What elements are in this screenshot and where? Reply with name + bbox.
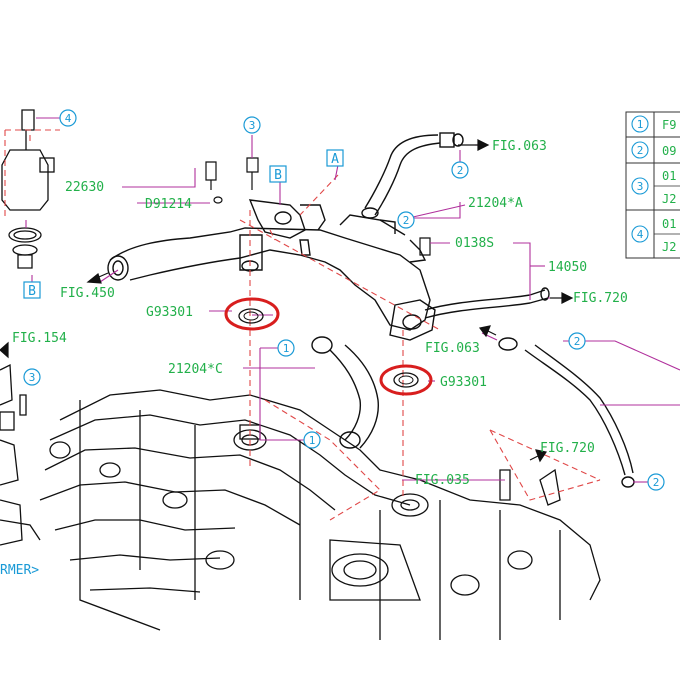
table-index-2: 2 (637, 144, 644, 157)
table-row4b-value: J2 (662, 240, 676, 254)
label-fig154: FIG.154 (12, 331, 67, 346)
ref-box-b-top (269, 165, 287, 183)
label-fig063-top: FIG.063 (492, 139, 547, 154)
callout-text-2-bottom: 2 (653, 476, 660, 489)
callout-text-2-hose-upper: 2 (457, 164, 464, 177)
table-index-1: 1 (637, 118, 644, 131)
callout-text-3-left: 3 (29, 371, 36, 384)
bolts (205, 157, 431, 256)
table-row2-value: 09 (662, 144, 676, 158)
callout-text-2-right: 2 (574, 335, 581, 348)
ref-box-b-left-text: B (28, 284, 36, 299)
callout-1-lower (303, 431, 321, 449)
label-fig720-lower: FIG.720 (540, 441, 595, 456)
label-21204-a: 21204*A (468, 196, 523, 211)
table-index-4: 4 (637, 228, 644, 241)
arrows (0, 139, 574, 463)
label-d91214: D91214 (145, 197, 192, 212)
highlight-circle-left (224, 297, 280, 331)
ref-box-a (326, 149, 344, 167)
callout-numbers: 4 3 2 2 1 1 2 2 3 (29, 112, 660, 489)
callout-3-left (23, 368, 41, 386)
label-fig720-right: FIG.720 (573, 291, 628, 306)
valve-assembly (1, 109, 55, 269)
callout-text-4-top: 4 (65, 112, 72, 125)
callout-1-upper (277, 339, 295, 357)
label-fig035: FIG.035 (415, 473, 470, 488)
highlight-circle-right (379, 364, 433, 396)
callout-2-hose-lower (397, 211, 415, 229)
arrow-fig450 (86, 272, 102, 284)
table-row4a-value: 01 (662, 217, 676, 231)
label-21204-c: 21204*C (168, 362, 223, 377)
ref-boxes (23, 149, 344, 299)
gasket-right (393, 372, 419, 388)
gasket-left (238, 308, 264, 324)
callout-2-hose-upper (451, 161, 469, 179)
legend-table: 1 2 3 4 F9 09 01 J2 01 J2 (625, 111, 680, 259)
callout-4-top (59, 109, 77, 127)
label-g93301-left: G93301 (146, 305, 193, 320)
label-g93301-right: G93301 (440, 375, 487, 390)
callout-2-right (568, 332, 586, 350)
lower-hoses (311, 336, 635, 488)
arrow-fig720 (561, 292, 574, 304)
table-row3b-value: J2 (662, 192, 676, 206)
part-labels: FIG.063 21204*A 22630 D91214 0138S 14050… (0, 139, 628, 578)
table-row3a-value: 01 (662, 169, 676, 183)
callout-text-3-top: 3 (249, 119, 256, 132)
label-22630: 22630 (65, 180, 104, 195)
table-row1-value: F9 (662, 118, 676, 132)
phantom-lines (4, 129, 601, 521)
water-pipe-main (107, 199, 550, 341)
callout-circles (23, 109, 665, 491)
label-fig063-mid: FIG.063 (425, 341, 480, 356)
callout-text-2-hose-lower: 2 (403, 214, 410, 227)
callout-2-bottom (647, 473, 665, 491)
left-edge-parts (0, 363, 41, 546)
arrow-fig720-lower (535, 449, 547, 463)
label-former: RMER> (0, 563, 39, 578)
table-index-3: 3 (637, 180, 644, 193)
callout-3-top (243, 116, 261, 134)
arrow-fig063-mid (478, 325, 491, 338)
ref-box-b-top-text: B (274, 168, 282, 183)
callout-text-1-lower: 1 (309, 434, 316, 447)
label-0138s: 0138S (455, 236, 494, 251)
ref-box-a-text: A (331, 152, 339, 167)
ref-box-b-left (23, 281, 41, 299)
engine-block (39, 389, 601, 640)
callout-text-1-upper: 1 (283, 342, 290, 355)
arrow-fig154 (0, 341, 9, 359)
upper-hose (361, 132, 464, 219)
label-14050: 14050 (548, 260, 587, 275)
label-fig450: FIG.450 (60, 286, 115, 301)
arrow-fig063-top (477, 139, 490, 151)
